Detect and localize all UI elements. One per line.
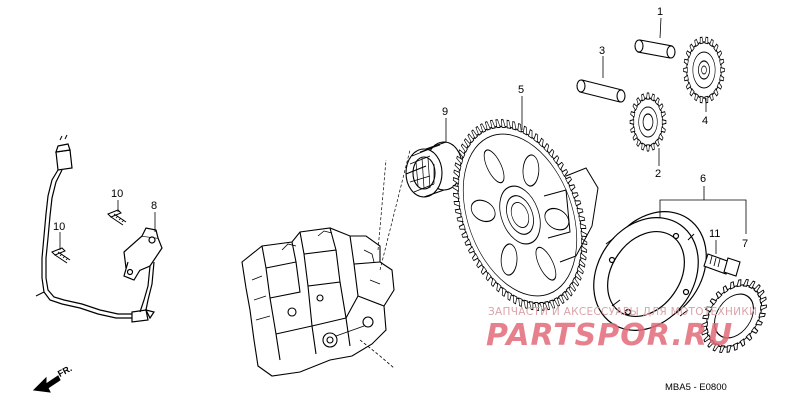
callout-4: 4 [702,115,708,127]
shaft-part-upper [634,39,676,59]
starter-clutch-assembly-part [593,211,707,331]
callout-2: 2 [655,168,661,180]
callout-8: 8 [151,200,157,212]
pulse-sensor-harness [35,134,155,323]
callout-10-upper: 10 [111,188,123,200]
leader-lines [59,17,747,254]
callout-11: 11 [709,228,720,240]
starter-driven-gear-part [452,119,599,311]
callout-5: 5 [518,84,524,96]
callout-3: 3 [599,45,605,57]
callout-9: 9 [442,106,448,118]
clutch-bolt-part [703,253,741,277]
idle-gear-part [683,36,725,104]
needle-bearing-part [405,141,463,198]
one-way-clutch-part [701,279,767,353]
callout-10-lower: 10 [53,221,65,233]
bolt-part-upper [107,209,127,226]
callout-numbers: 1 3 4 2 5 9 6 7 11 10 8 10 [53,6,748,250]
diagram-code: MBA5 - E0800 [665,382,727,393]
callout-7: 7 [742,238,748,250]
engine-block [241,149,411,377]
pulse-generator-part [123,227,163,313]
bolt-part-lower [51,247,71,264]
watermark-logo: PARTSPOR.RU [486,318,734,353]
front-direction-arrow-icon [32,375,61,393]
shaft-part-lower [576,79,626,103]
callout-1: 1 [657,6,663,18]
reduction-gear-part [629,92,667,152]
callout-6: 6 [700,173,706,185]
watermark-tagline: ЗАПЧАСТИ И АКСЕССУАРЫ ДЛЯ МОТОТЕХНИКИ [488,306,758,318]
